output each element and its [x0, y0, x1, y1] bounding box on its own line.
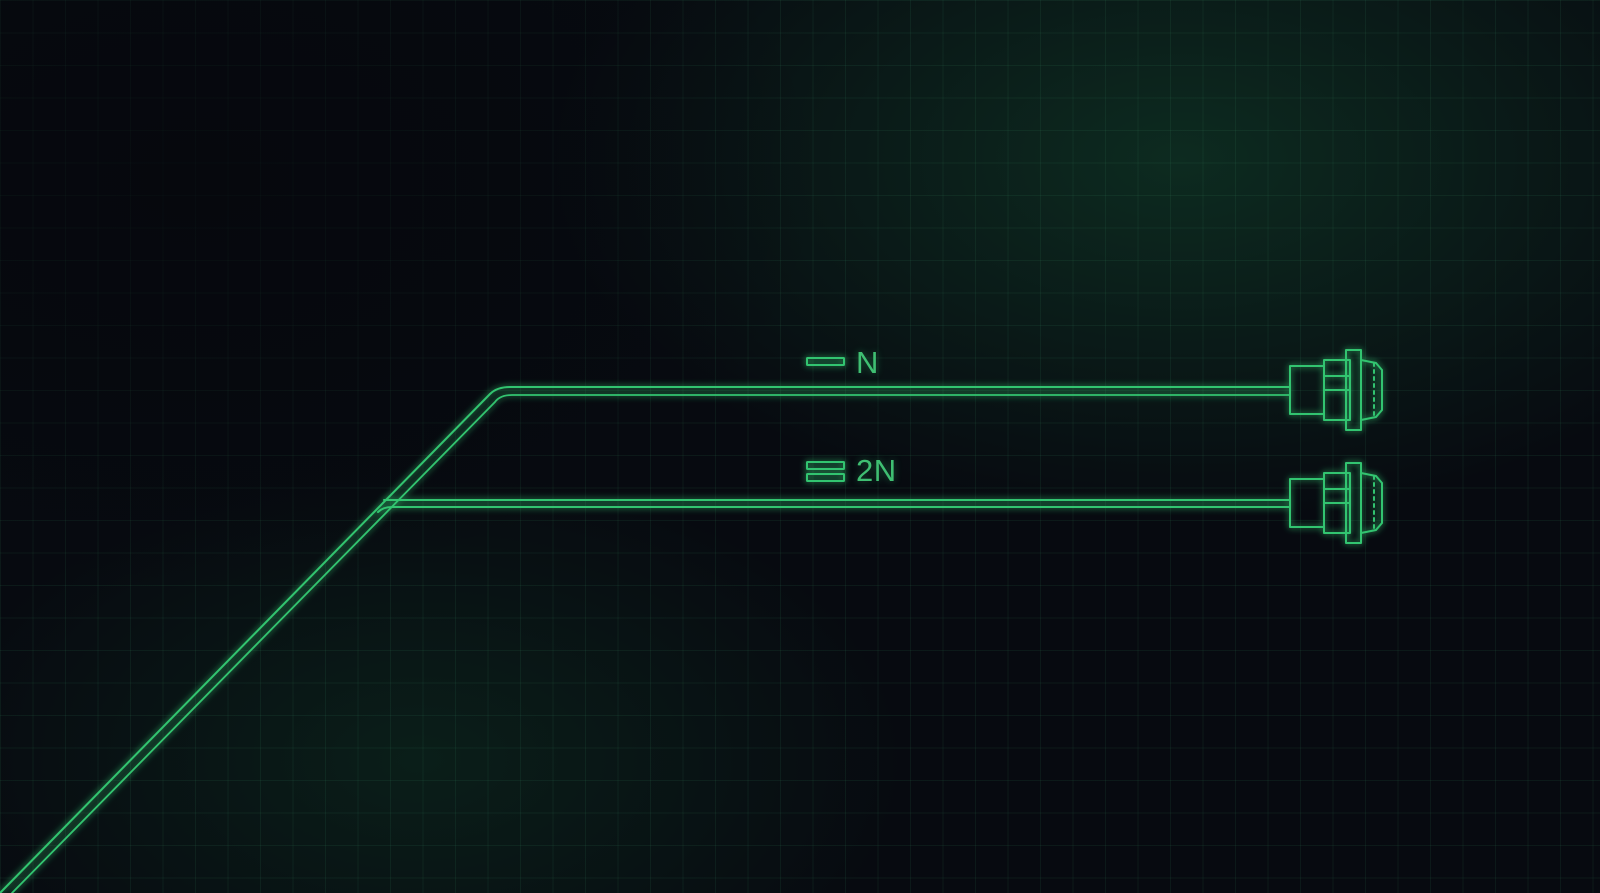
plug-connector-icon: [1289, 349, 1383, 431]
legend-double-line-icon-top: [806, 461, 845, 470]
cable-n: [0, 386, 1291, 893]
path-label-2n: 2N: [856, 453, 897, 488]
plug-connector-icon: [1289, 462, 1383, 544]
legend-single-line-icon: [806, 357, 845, 366]
cable-n-inner: [11, 394, 1291, 893]
path-label-n: N: [856, 345, 879, 380]
legend-double-line-icon-bottom: [806, 473, 845, 482]
cable-2n-lower: [377, 506, 1291, 513]
